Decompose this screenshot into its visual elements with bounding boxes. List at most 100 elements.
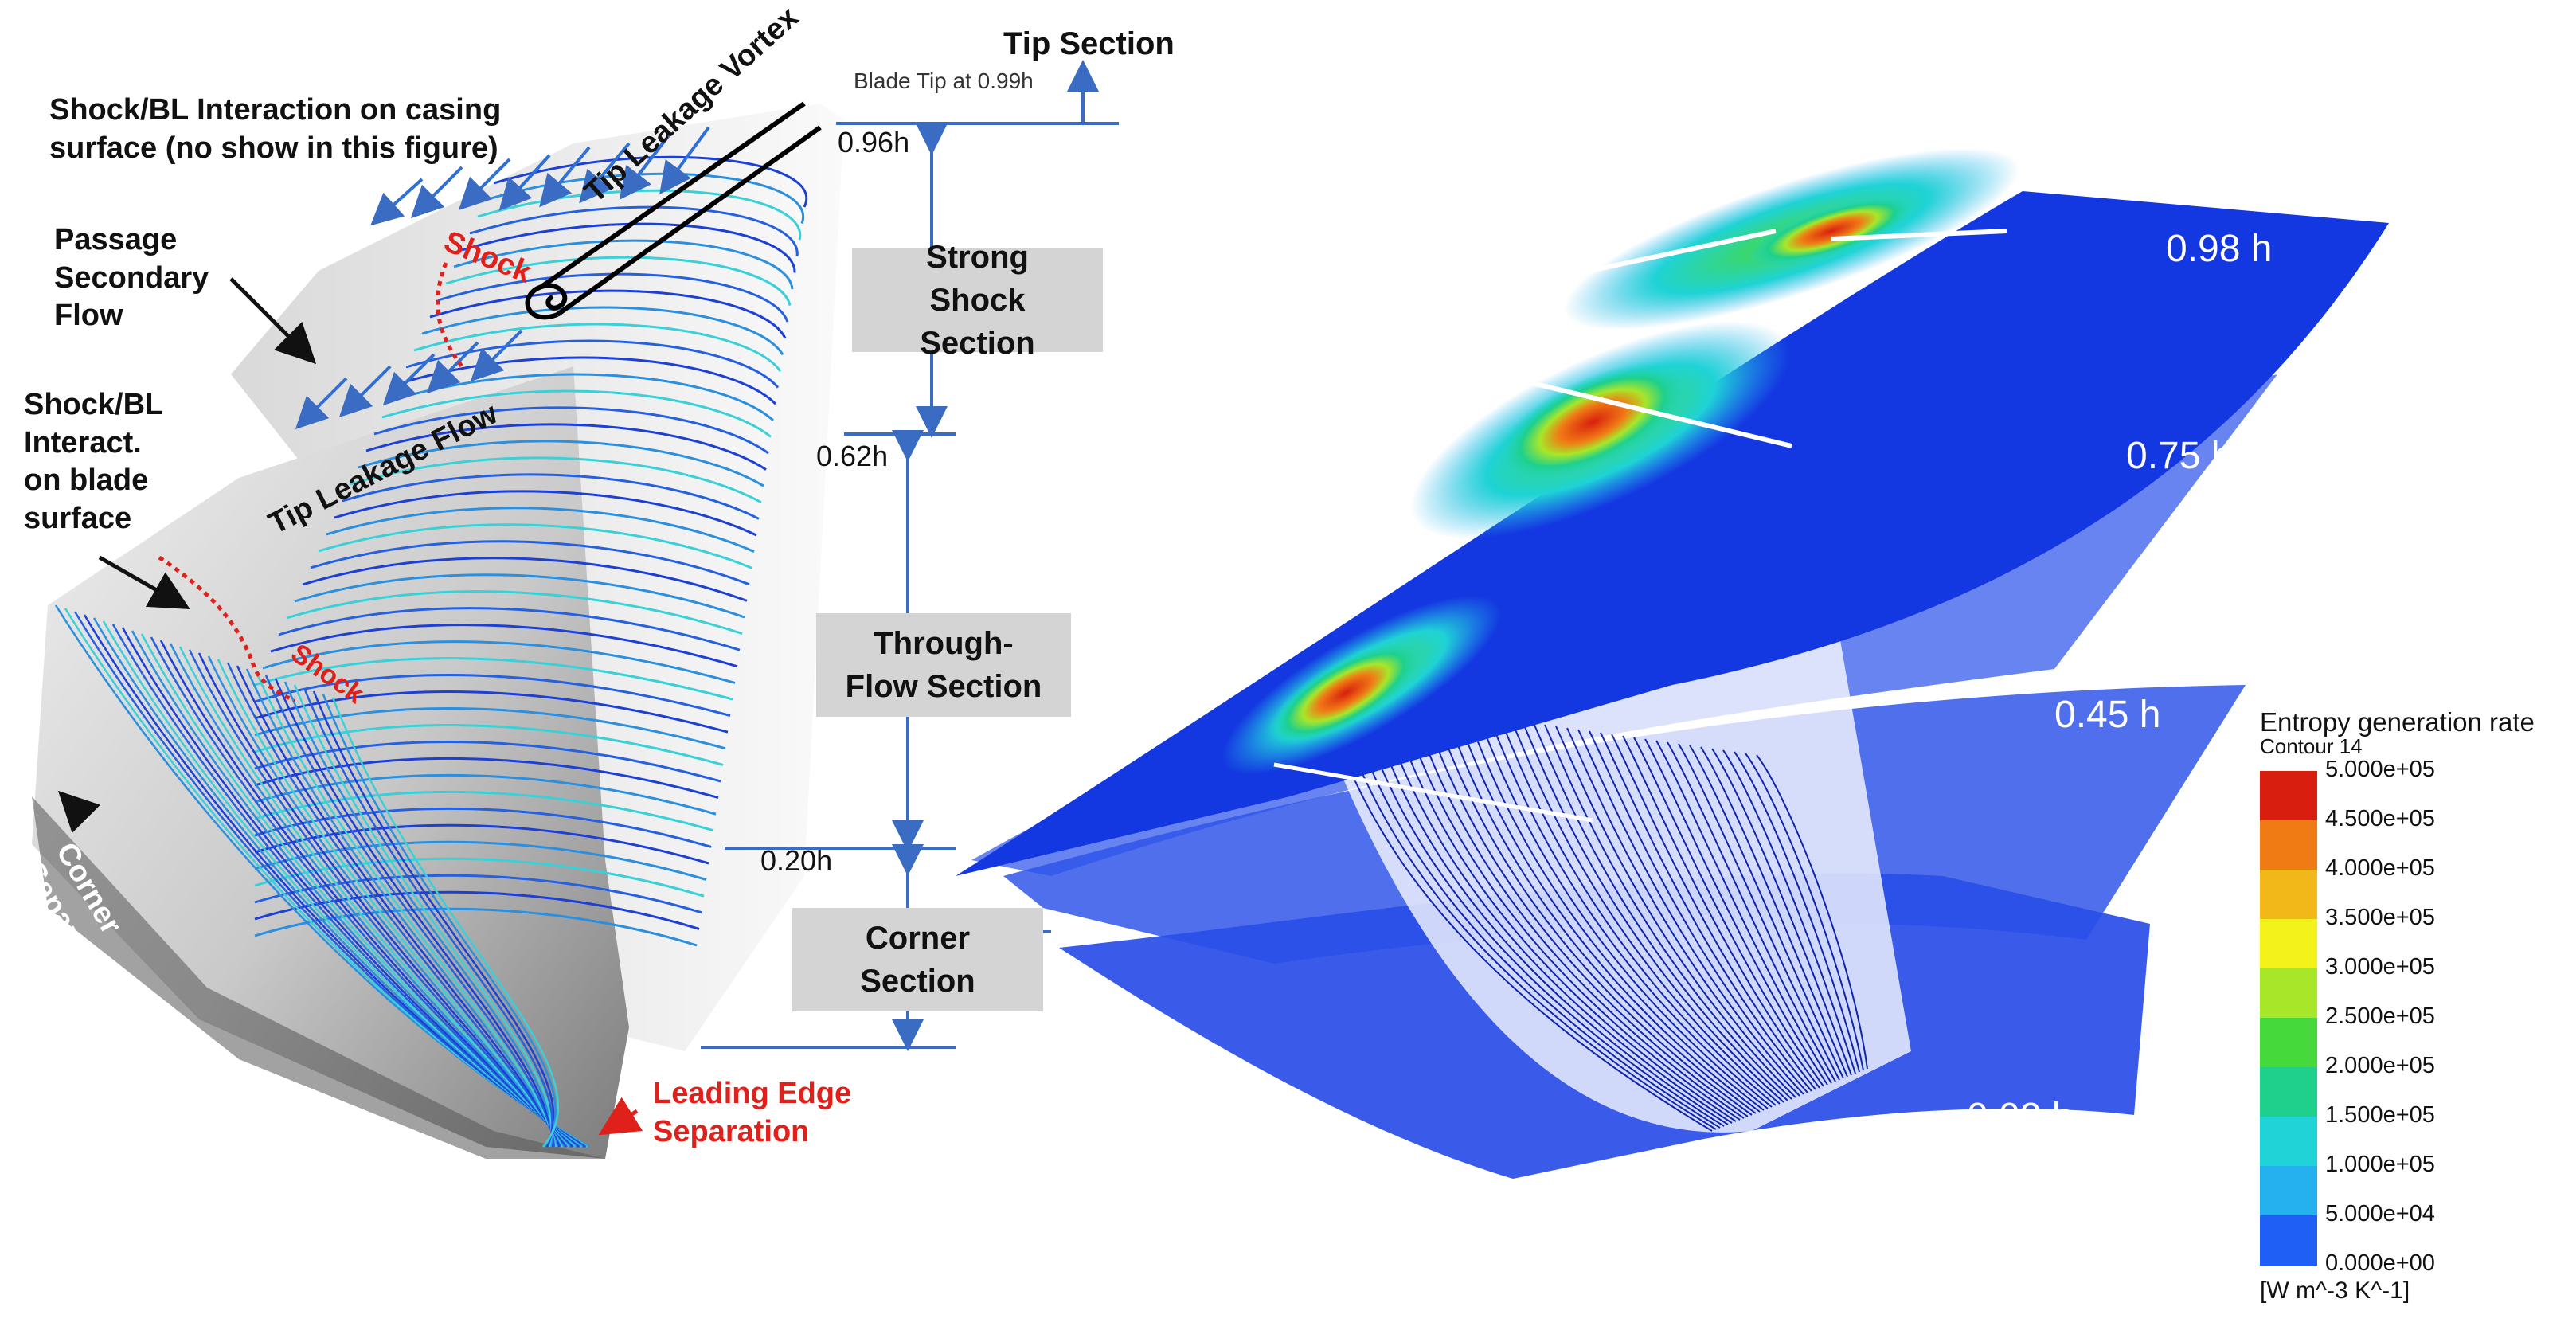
corner-section-box: Corner Section [792, 908, 1043, 1011]
streamline [469, 205, 799, 257]
streamline [1455, 711, 1761, 1113]
legend-units: [W m^-3 K^-1] [2260, 1277, 2410, 1304]
streamline [270, 624, 738, 668]
streamline [1533, 722, 1788, 1101]
legend-color-bar [2260, 771, 2317, 1266]
streamline [254, 723, 724, 766]
streamline [254, 790, 714, 832]
streamline [283, 681, 553, 1148]
legend-tick: 5.000e+04 [2325, 1201, 2435, 1226]
streamline [1577, 729, 1804, 1095]
height-096-label: 0.96h [838, 126, 910, 158]
legend-swatch [2260, 1117, 2317, 1167]
streamline [453, 239, 794, 290]
strong-shock-section-box: Strong Shock Section [852, 240, 1103, 361]
legend-tick: 4.000e+05 [2325, 855, 2435, 881]
streamline [1499, 718, 1777, 1106]
streamline [365, 423, 767, 471]
streamline [1722, 749, 1856, 1074]
streamline [1633, 737, 1824, 1087]
legend-swatch [2260, 1018, 2317, 1068]
streamline [318, 523, 752, 569]
plane-098-label: 0.98 h [2166, 228, 2273, 270]
streamline [350, 456, 762, 504]
height-062-label: 0.62h [816, 440, 889, 472]
streamline [1689, 745, 1844, 1079]
streamline [1678, 743, 1840, 1081]
legend-swatch [2260, 919, 2317, 969]
streamline [254, 857, 705, 898]
pointer-arrows [98, 277, 317, 609]
streamline [312, 690, 555, 1148]
streamline [1466, 713, 1765, 1111]
streamline [302, 557, 748, 602]
streamline [254, 707, 726, 750]
strong-shock-section-text: Strong Shock Section [920, 240, 1035, 361]
through-flow-section-text: Through-Flow Section [845, 626, 1042, 704]
streamline [1600, 732, 1812, 1092]
streamline [278, 607, 741, 651]
streamline [322, 694, 557, 1148]
streamline [262, 640, 736, 684]
legend-tick: 1.500e+05 [2325, 1102, 2435, 1128]
legend-tick: 1.000e+05 [2325, 1152, 2435, 1177]
legend-tick: 2.500e+05 [2325, 1003, 2435, 1029]
streamline [1655, 740, 1832, 1084]
streamline [178, 646, 569, 1148]
streamline [217, 659, 564, 1148]
streamline [274, 678, 554, 1148]
streamline [1566, 727, 1800, 1097]
shock-lines [158, 262, 464, 703]
streamline [303, 687, 553, 1148]
streamline [1555, 726, 1796, 1098]
streamline [1477, 714, 1769, 1109]
tip-leakage-vortex-lines [525, 101, 822, 320]
streamline [1611, 734, 1816, 1090]
streamline [1544, 724, 1792, 1100]
legend-tick: 5.000e+05 [2325, 757, 2435, 782]
streamline [461, 222, 796, 273]
streamline [207, 655, 565, 1148]
streamline [1644, 738, 1828, 1086]
legend-tick: 3.500e+05 [2325, 905, 2435, 930]
leading-edge-separation-label: Leading Edge Separation [653, 1077, 852, 1148]
streamline [1745, 753, 1864, 1071]
legend-swatch [2260, 820, 2317, 870]
legend-swatch [2260, 1067, 2317, 1117]
streamline [1700, 746, 1848, 1078]
streamline [254, 657, 733, 701]
streamline [1589, 730, 1808, 1093]
streamline [1444, 710, 1757, 1114]
streamline [358, 440, 764, 487]
legend-tick: 4.500e+05 [2325, 806, 2435, 831]
streamline [293, 684, 553, 1148]
streamline [286, 590, 743, 636]
streamline [254, 757, 719, 800]
legend-swatch [2260, 1215, 2317, 1266]
streamline [1488, 716, 1773, 1108]
streamline [197, 652, 566, 1148]
streamline [245, 668, 559, 1148]
leading-edge-arrow [598, 1097, 643, 1136]
streamline [413, 323, 782, 372]
streamline [169, 643, 571, 1148]
legend-tick: 0.000e+00 [2325, 1250, 2435, 1276]
streamline [445, 256, 792, 306]
legend-tick: 2.000e+05 [2325, 1053, 2435, 1078]
plane-075-label: 0.75 h [2126, 435, 2233, 477]
streamline [294, 573, 745, 619]
plane-045-label: 0.45 h [2054, 694, 2161, 736]
legend-tick: 3.000e+05 [2325, 954, 2435, 980]
streamline [1711, 748, 1852, 1076]
streamline [1433, 708, 1753, 1116]
streamline [264, 675, 556, 1148]
blade-tip-label: Blade Tip at 0.99h [854, 68, 1034, 93]
streamline [188, 649, 568, 1148]
streamline [254, 807, 712, 848]
legend-swatch [2260, 771, 2317, 821]
casing-interaction-label: Shock/BL Interaction on casing surface (… [49, 93, 502, 165]
streamline [326, 507, 755, 553]
streamline [236, 665, 561, 1148]
legend-swatch [2260, 968, 2317, 1019]
